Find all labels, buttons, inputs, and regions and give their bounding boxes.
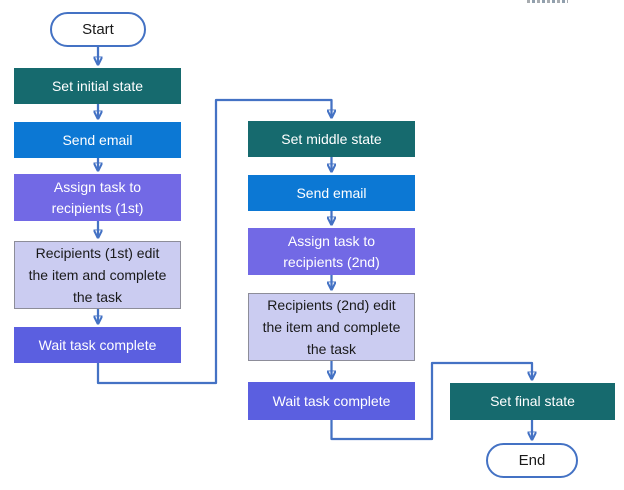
flow-node-wait-task-1: Wait task complete: [14, 327, 181, 363]
flow-node-assign-task-1: Assign task to recipients (1st): [14, 174, 181, 221]
flow-node-end: End: [486, 443, 578, 478]
connector-wait-1-to-set-middle: [96, 98, 332, 385]
clipped-caption-fragment: [527, 0, 568, 3]
flow-node-set-initial-state: Set initial state: [14, 68, 181, 104]
flow-node-send-email-2: Send email: [248, 175, 415, 211]
flow-node-assign-task-2: Assign task to recipients (2nd): [248, 228, 415, 275]
flow-node-wait-task-2: Wait task complete: [248, 382, 415, 420]
connector-wait-2-to-set-final: [330, 361, 533, 441]
flow-node-set-middle-state: Set middle state: [248, 121, 415, 157]
flow-node-recipients-edit-2: Recipients (2nd) edit the item and compl…: [248, 293, 415, 361]
flow-node-set-final-state: Set final state: [450, 383, 615, 420]
flow-node-send-email-1: Send email: [14, 122, 181, 158]
flow-node-recipients-edit-1: Recipients (1st) edit the item and compl…: [14, 241, 181, 309]
flow-node-start: Start: [50, 12, 146, 47]
